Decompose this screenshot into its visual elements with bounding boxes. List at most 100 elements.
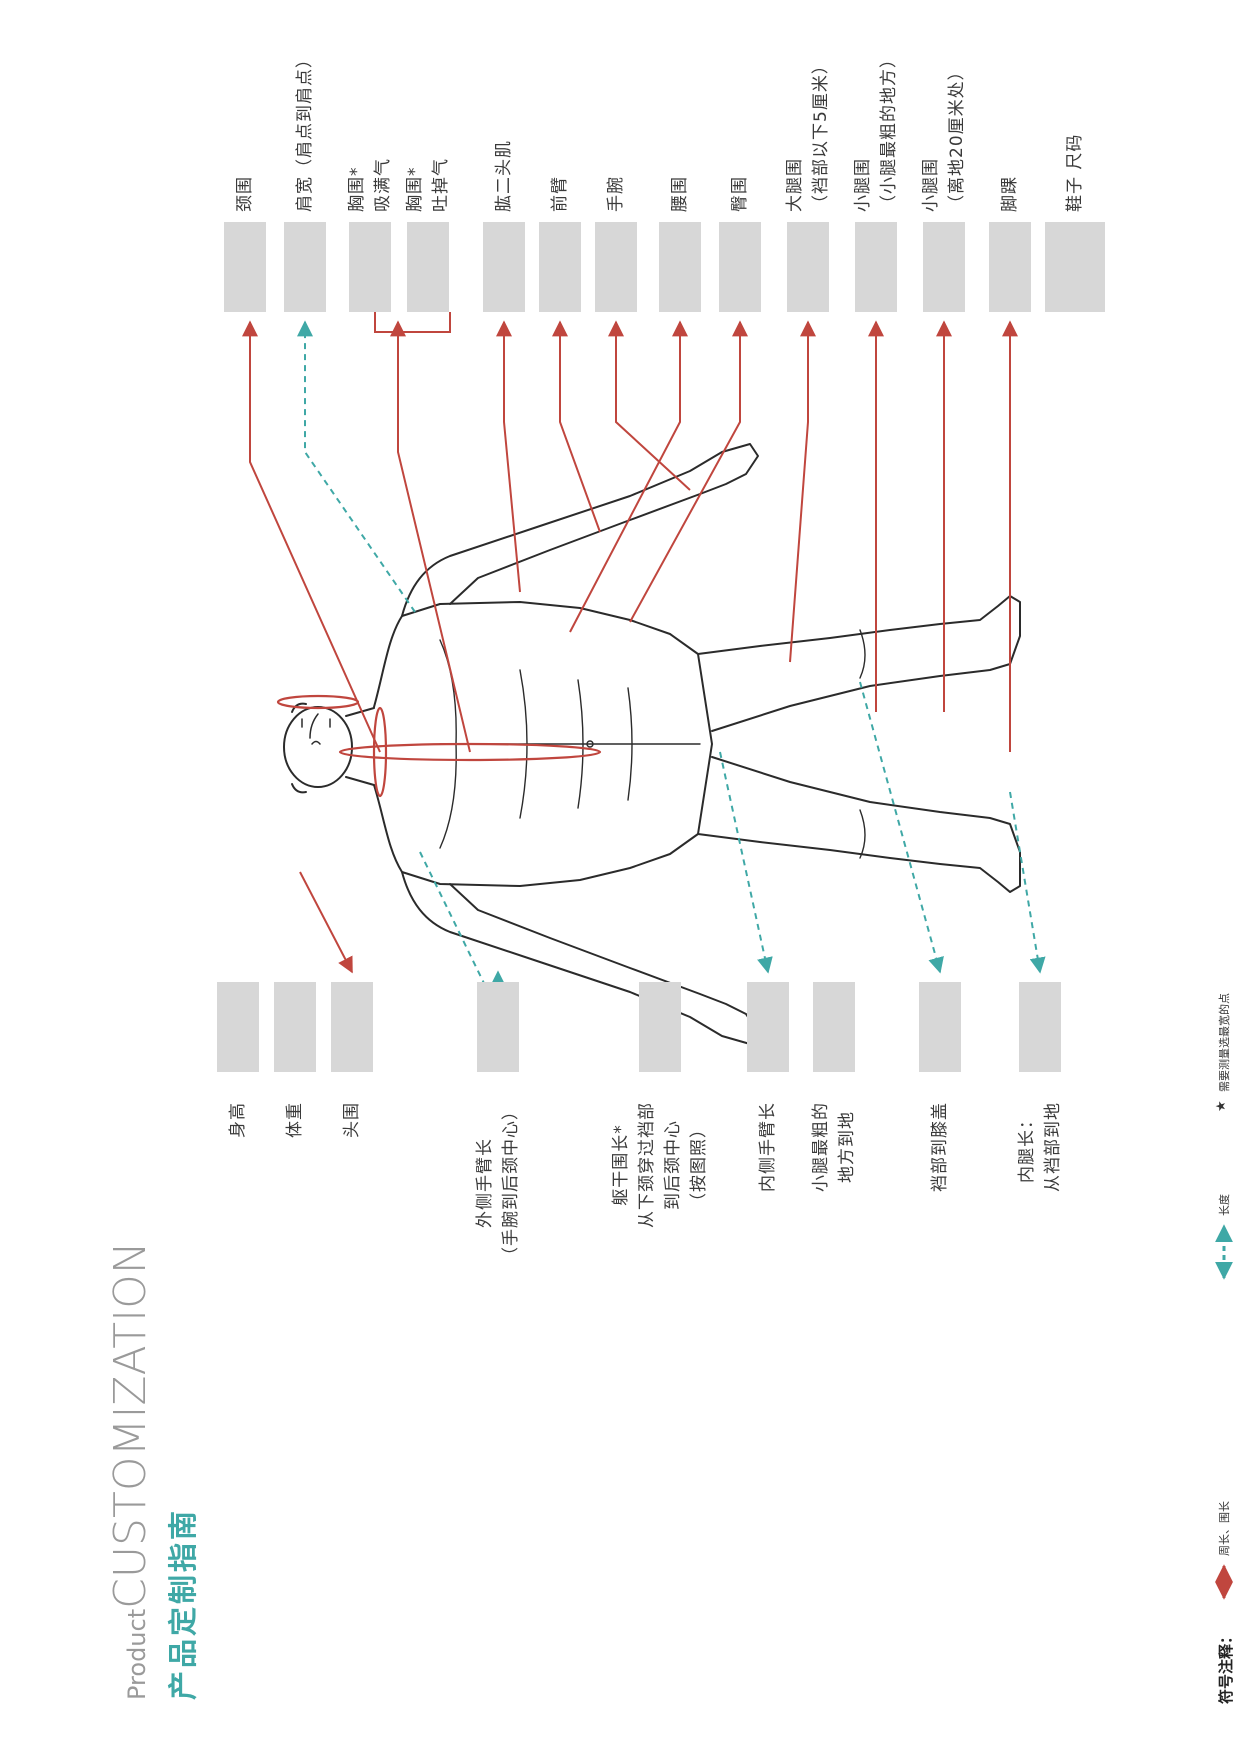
lower-label-0-line-0: 身高 <box>228 1102 248 1138</box>
upper-label-4: 肱二头肌 <box>491 140 517 212</box>
upper-input-box-12[interactable] <box>989 222 1031 312</box>
upper-label-0-line-0: 颈围 <box>235 176 255 212</box>
upper-label-8: 臀围 <box>727 176 753 212</box>
title-en: ProductCUSTOMIZATION <box>105 1241 156 1700</box>
lower-label-5: 内侧手臂长 <box>755 1102 781 1192</box>
lower-leader-0 <box>299 871 353 974</box>
upper-label-12: 脚踝 <box>997 176 1023 212</box>
lower-label-6-line-1: 地方到地 <box>837 1111 857 1183</box>
upper-input-box-8[interactable] <box>719 222 761 312</box>
lower-label-8-line-1: 从裆部到地 <box>1043 1102 1063 1192</box>
upper-label-8-line-0: 臀围 <box>730 176 750 212</box>
upper-label-2: 胸围* 吸满气 <box>344 158 396 212</box>
title-prefix: Product <box>123 1608 151 1700</box>
upper-label-2-line-0: 胸围* <box>347 166 367 213</box>
fig-arm-r <box>401 443 759 617</box>
lower-label-8-line-0: 内腿长： <box>1017 1111 1037 1183</box>
lower-label-4: 躯干围长*从下颈穿过裆部到后颈中心（按图照） <box>608 1102 712 1228</box>
upper-label-7-line-0: 腰围 <box>670 176 690 212</box>
upper-input-box-7[interactable] <box>659 222 701 312</box>
title-zh: 产品定制指南 <box>166 1507 200 1700</box>
lower-input-box-4[interactable] <box>639 982 681 1072</box>
upper-label-5-line-0: 前臂 <box>550 176 570 212</box>
upper-label-10-line-1: （小腿最粗的地方） <box>879 50 899 212</box>
lower-input-box-2[interactable] <box>331 982 373 1072</box>
lower-input-box-3[interactable] <box>477 982 519 1072</box>
upper-label-5: 前臂 <box>547 176 573 212</box>
lower-input-box-1[interactable] <box>274 982 316 1072</box>
lower-label-3-line-0: 外侧手臂长 <box>475 1138 495 1228</box>
lower-label-2-line-0: 头围 <box>342 1102 362 1138</box>
lower-label-6: 小腿最粗的地方到地 <box>808 1102 860 1192</box>
upper-label-3-line-0: 胸围* <box>405 166 425 213</box>
upper-input-box-9[interactable] <box>787 222 829 312</box>
lower-label-4-line-0: 躯干围长* <box>611 1124 631 1206</box>
lower-label-4-line-3: （按图照） <box>689 1120 709 1210</box>
upper-label-10: 小腿围 （小腿最粗的地方） <box>850 50 902 212</box>
upper-input-box-0[interactable] <box>224 222 266 312</box>
fig-leg-r <box>697 595 1021 732</box>
lower-input-box-6[interactable] <box>813 982 855 1072</box>
upper-label-2-line-1: 吸满气 <box>373 158 393 212</box>
legend-circumference: 周长、围长 <box>1218 1501 1231 1556</box>
upper-label-6: 手腕 <box>603 176 629 212</box>
front-figure-clean <box>283 443 1021 1045</box>
upper-leader-5 <box>608 320 691 491</box>
upper-label-10-line-0: 小腿围 <box>853 158 873 212</box>
upper-label-9: 大腿围（裆部以下5厘米） <box>782 56 834 212</box>
upper-input-box-10[interactable] <box>855 222 897 312</box>
upper-input-box-5[interactable] <box>539 222 581 312</box>
title-main: CUSTOMIZATION <box>105 1241 156 1609</box>
fig-arm-l <box>401 871 759 1045</box>
upper-label-6-line-0: 手腕 <box>606 176 626 212</box>
fig-ear-r <box>291 783 307 794</box>
lower-leader-2 <box>719 751 773 974</box>
lower-input-box-8[interactable] <box>1019 982 1061 1072</box>
legend-note: 需要测量选最宽的点 <box>1218 993 1231 1092</box>
lower-input-box-0[interactable] <box>217 982 259 1072</box>
upper-input-box-1[interactable] <box>284 222 326 312</box>
upper-leader-3 <box>496 320 521 593</box>
legend-length: 长度 <box>1218 1194 1231 1216</box>
upper-input-box-4[interactable] <box>483 222 525 312</box>
upper-leader-2 <box>390 320 471 753</box>
upper-input-box-2[interactable] <box>349 222 391 312</box>
lower-label-6-line-0: 小腿最粗的 <box>811 1102 831 1192</box>
lower-label-7: 裆部到膝盖 <box>927 1102 953 1192</box>
fig-knees <box>859 629 866 859</box>
upper-leader-7 <box>629 320 748 623</box>
lower-label-1: 体重 <box>282 1102 308 1138</box>
fig-leg-l <box>697 756 1021 893</box>
lower-label-2: 头围 <box>339 1102 365 1138</box>
lower-label-5-line-0: 内侧手臂长 <box>758 1102 778 1192</box>
ring-chest <box>338 742 602 762</box>
lower-input-box-7[interactable] <box>919 982 961 1072</box>
legend-length-icon <box>1215 1224 1233 1280</box>
fig-torso <box>373 601 713 887</box>
upper-label-11-line-1: （离地20厘米处） <box>947 62 967 212</box>
upper-leader-0 <box>242 320 381 753</box>
upper-label-1-line-0: 肩宽（肩点到肩点） <box>295 50 315 212</box>
upper-label-0: 颈围 <box>232 176 258 212</box>
lower-input-box-5[interactable] <box>747 982 789 1072</box>
lower-label-8: 内腿长： 从裆部到地 <box>1014 1102 1066 1192</box>
upper-input-box-13[interactable] <box>1045 222 1105 312</box>
upper-input-box-3[interactable] <box>407 222 449 312</box>
lower-label-4-line-1: 从下颈穿过裆部 <box>637 1102 657 1228</box>
ring-neck <box>372 706 388 798</box>
upper-input-box-6[interactable] <box>595 222 637 312</box>
ring-head <box>276 694 360 710</box>
upper-leader-6 <box>569 320 688 633</box>
fig-navel <box>586 740 594 748</box>
upper-label-13: 鞋子 尺码 <box>1062 134 1088 212</box>
fig-face <box>301 713 331 745</box>
upper-leader-4 <box>552 320 601 533</box>
lower-label-3: 外侧手臂长（手腕到后颈中心） <box>472 1102 524 1264</box>
upper-label-3: 胸围*吐掉气 <box>402 158 454 212</box>
upper-label-13-line-0: 鞋子 尺码 <box>1065 133 1085 212</box>
lower-label-1-line-0: 体重 <box>285 1102 305 1138</box>
upper-input-box-11[interactable] <box>923 222 965 312</box>
